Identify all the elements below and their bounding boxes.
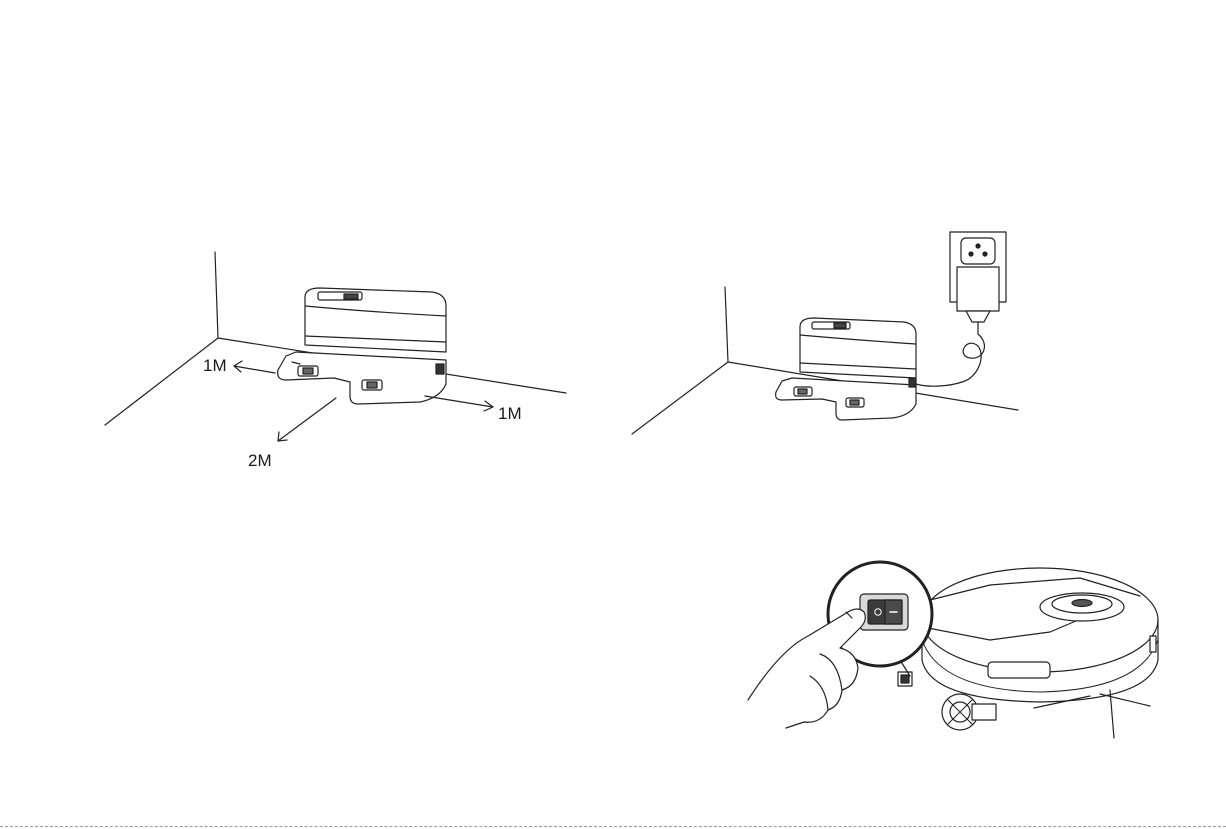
robot-vacuum-illustration	[898, 568, 1158, 738]
hand-pressing-switch-illustration	[748, 609, 865, 728]
page-bottom-rule	[0, 826, 1226, 827]
